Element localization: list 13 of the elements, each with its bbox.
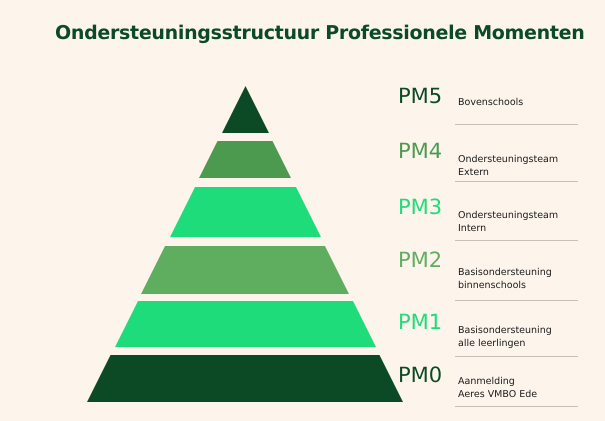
level-description: Bovenschools: [458, 96, 524, 109]
level-label: PM2: [398, 248, 442, 272]
level-description: Basisondersteuning binnenschools: [458, 266, 553, 292]
level-description: Ondersteuningsteam Extern: [458, 153, 560, 179]
level-label: PM1: [398, 310, 442, 334]
level-description: Aanmelding Aeres VMBO Ede: [458, 375, 538, 401]
level-description: Basisondersteuning alle leerlingen: [458, 324, 553, 350]
level-label: PM0: [398, 363, 442, 387]
title: Ondersteuningsstructuur Professionele Momenten: [55, 22, 584, 44]
level-label: PM3: [398, 195, 442, 219]
level-label: PM5: [398, 84, 442, 108]
level-label: PM4: [398, 139, 442, 163]
level-description: Ondersteuningsteam Intern: [458, 209, 560, 235]
